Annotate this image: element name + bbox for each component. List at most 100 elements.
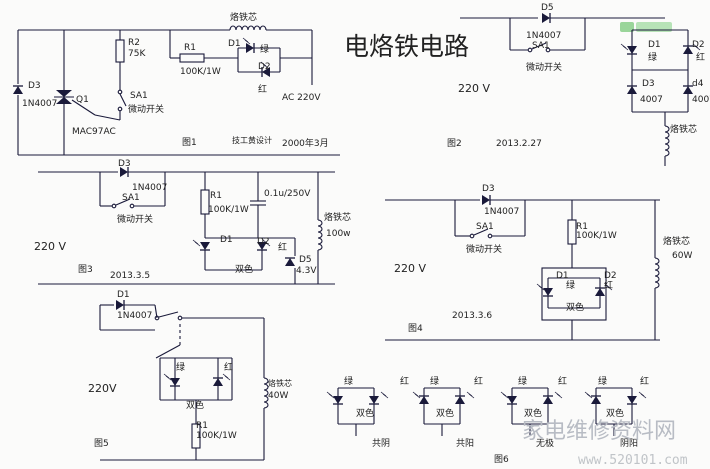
label: D2 — [692, 40, 705, 50]
label: 100w — [326, 229, 351, 239]
label: D1 — [117, 290, 130, 300]
label: 红 — [278, 241, 287, 253]
label: 红 — [258, 83, 267, 95]
label: SA1 — [122, 193, 140, 203]
figure-2: D5 1N4007 SA1 微动开关 D1 绿 D2 红 D3 4007 d4 … — [447, 3, 710, 166]
heater-coil-1 — [229, 25, 267, 31]
label: D3 — [482, 184, 495, 194]
label: 红 — [558, 375, 567, 387]
label: 60W — [672, 251, 692, 261]
label: D1 — [228, 39, 241, 49]
label: 微动开关 — [466, 243, 502, 255]
figure-caption: 图3 — [78, 264, 93, 275]
label: 烙铁芯 — [268, 378, 292, 388]
figure-1: D3 1N4007 Q1 MAC97AC R2 75K SA1 微动开关 R1 … — [12, 11, 340, 156]
label: 1N4007 — [22, 99, 57, 109]
label: 75K — [128, 49, 146, 59]
label: 绿 — [344, 375, 353, 387]
label: 双色 — [356, 407, 374, 419]
label: 40W — [268, 391, 288, 401]
label: 100K/1W — [180, 67, 221, 77]
label: 无极 — [536, 437, 554, 449]
label: 1N4007 — [526, 31, 561, 41]
label: 绿 — [598, 375, 607, 387]
label: 微动开关 — [128, 103, 164, 115]
label: D3 — [28, 81, 41, 91]
label: 红 — [696, 51, 705, 63]
label: D2 — [258, 62, 271, 72]
label: 绿 — [648, 51, 657, 63]
label: 双色 — [235, 263, 253, 275]
label: 红 — [640, 375, 649, 387]
label: Q1 — [76, 95, 89, 105]
label: R1 — [576, 222, 588, 232]
figure-caption: 图6 — [494, 454, 509, 465]
label: 100K/1W — [208, 205, 249, 215]
label: 0.1u/250V — [264, 189, 311, 199]
figure-caption: 图5 — [94, 438, 109, 449]
label: 技工黄设计 — [232, 135, 272, 145]
label: 绿 — [176, 361, 185, 373]
label: 1N4007 — [117, 311, 152, 321]
label: D5 — [541, 3, 554, 13]
label: SA1 — [476, 222, 494, 232]
label: 烙铁芯 — [230, 11, 257, 23]
label: 100K/1W — [196, 431, 237, 441]
label: 微动开关 — [526, 61, 562, 73]
label: D1 — [648, 40, 661, 50]
heater-coil-4 — [654, 257, 660, 289]
label: 烙铁芯 — [324, 211, 351, 223]
label: 1N4007 — [132, 183, 167, 193]
label: 绿 — [430, 375, 439, 387]
label: 烙铁芯 — [670, 123, 697, 135]
label: 共阳 — [456, 438, 474, 449]
label: R2 — [128, 38, 140, 48]
figure-5: D1 1N4007 绿 红 双色 烙铁芯 40W R1 100K/1W 220V… — [88, 290, 292, 461]
diode-d3-fig1 — [12, 85, 24, 95]
figure-4: D3 1N4007 SA1 微动开关 R1 100K/1W D1 绿 D2 红 … — [385, 184, 692, 341]
label: D1 — [556, 271, 569, 281]
label: 双色 — [606, 407, 624, 419]
label: 红 — [224, 361, 233, 373]
label: 4007 — [692, 95, 710, 105]
heater-coil-2 — [664, 125, 670, 157]
label: 阴阳 — [620, 438, 638, 449]
label: 4007 — [640, 95, 663, 105]
label: 2000年3月 — [282, 137, 329, 149]
label: 2013.3.6 — [452, 311, 492, 321]
label: R1 — [184, 43, 196, 53]
heater-coil-3 — [317, 219, 323, 251]
label: D1 — [220, 235, 233, 245]
label: 红 — [474, 375, 483, 387]
watermark-url: www.520101.com — [578, 453, 688, 468]
watermark-site: 家电维修资料网 — [522, 419, 676, 444]
figure-caption: 图4 — [408, 323, 423, 334]
label: 绿 — [260, 43, 269, 55]
label: 红 — [400, 375, 409, 387]
label: 双色 — [524, 407, 542, 419]
label: 1N4007 — [484, 207, 519, 217]
label: 220V — [88, 382, 117, 395]
label: D3 — [642, 79, 655, 89]
label: 100K/1W — [576, 231, 617, 241]
label: 绿 — [518, 375, 527, 387]
label: MAC97AC — [72, 127, 116, 137]
label: 2013.3.5 — [110, 271, 150, 281]
label: D2 — [257, 237, 270, 247]
label: D2 — [604, 271, 617, 281]
label: 220 V — [34, 240, 66, 253]
label: 4.3V — [296, 266, 317, 276]
label: 共阴 — [372, 438, 390, 449]
figure-3: D3 1N4007 SA1 微动开关 R1 100K/1W 0.1u/250V … — [34, 159, 351, 285]
label: 烙铁芯 — [663, 235, 690, 247]
figure-caption: 图2 — [447, 138, 462, 149]
label: 绿 — [566, 279, 575, 291]
label: D5 — [299, 255, 312, 265]
label: SA1 — [130, 91, 148, 101]
label: 红 — [604, 279, 613, 291]
label: 双色 — [436, 407, 454, 419]
label: D3 — [118, 159, 131, 169]
label: 微动开关 — [117, 213, 153, 225]
